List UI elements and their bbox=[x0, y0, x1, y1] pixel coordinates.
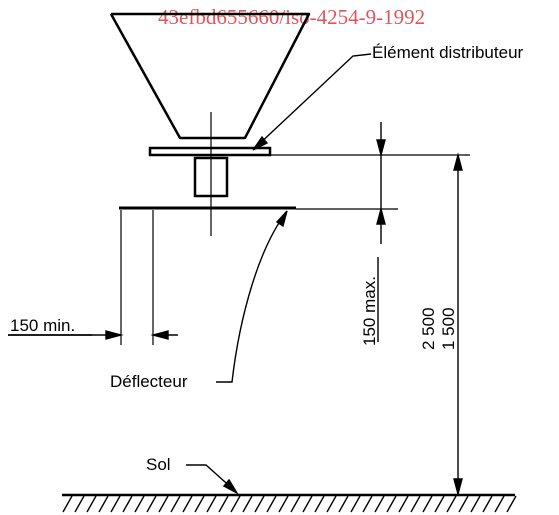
ground-hatch-stroke bbox=[74, 495, 85, 513]
ground-hatch-stroke bbox=[482, 495, 493, 513]
ground-hatch-stroke bbox=[242, 495, 253, 513]
ground-hatch-stroke bbox=[314, 495, 325, 513]
ground-hatch-stroke bbox=[446, 495, 457, 513]
ground-hatch-stroke bbox=[86, 495, 97, 513]
ground-hatch-stroke bbox=[62, 495, 73, 513]
ground-hatch-stroke bbox=[218, 495, 229, 513]
ground-hatch-stroke bbox=[470, 495, 481, 513]
ground-hatch-stroke bbox=[302, 495, 313, 513]
ground-hatch-stroke bbox=[326, 495, 337, 513]
ground-hatch-stroke bbox=[338, 495, 349, 513]
ground-hatch-stroke bbox=[266, 495, 277, 513]
ground-hatch-stroke bbox=[422, 495, 433, 513]
deflector-min-extension-lines bbox=[120, 210, 154, 345]
ground-hatch-stroke bbox=[362, 495, 373, 513]
ground-hatch-stroke bbox=[434, 495, 445, 513]
ground-hatch-stroke bbox=[386, 495, 397, 513]
ground-hatching bbox=[62, 495, 517, 513]
ground-hatch-stroke bbox=[254, 495, 265, 513]
ground-hatch-stroke bbox=[182, 495, 193, 513]
ground-hatch-stroke bbox=[410, 495, 421, 513]
ground-hatch-stroke bbox=[458, 495, 469, 513]
ground-hatch-stroke bbox=[278, 495, 289, 513]
ground-hatch-stroke bbox=[350, 495, 361, 513]
ground-hatch-stroke bbox=[158, 495, 169, 513]
horizontal-extension-lines bbox=[270, 154, 470, 210]
ground-hatch-stroke bbox=[506, 495, 517, 513]
leader-deflecteur bbox=[216, 210, 288, 383]
watermark-text: 43efbd655660/iso-4254-9-1992 bbox=[158, 5, 425, 29]
dimension-height bbox=[453, 152, 463, 497]
ground-hatch-stroke bbox=[170, 495, 181, 513]
leader-sol bbox=[186, 464, 239, 495]
ground-hatch-stroke bbox=[146, 495, 157, 513]
dimension-height-2500-label: 2 500 bbox=[419, 307, 438, 350]
ground-hatch-stroke bbox=[122, 495, 133, 513]
distributing-element bbox=[148, 146, 272, 198]
ground-hatch-stroke bbox=[206, 495, 217, 513]
dimension-height-1500-label: 1 500 bbox=[439, 307, 458, 350]
ground-hatch-stroke bbox=[290, 495, 301, 513]
ground-hatch-stroke bbox=[110, 495, 121, 513]
dimension-150-max bbox=[376, 122, 386, 244]
label-sol: Sol bbox=[146, 455, 171, 474]
label-element-distributeur: Élément distributeur bbox=[372, 43, 524, 62]
ground-hatch-stroke bbox=[398, 495, 409, 513]
ground-hatch-stroke bbox=[134, 495, 145, 513]
leader-element-distributeur bbox=[252, 53, 372, 151]
dimension-150-max-label: 150 max. bbox=[360, 276, 379, 346]
ground-hatch-stroke bbox=[98, 495, 109, 513]
ground-hatch-stroke bbox=[194, 495, 205, 513]
ground-hatch-stroke bbox=[230, 495, 241, 513]
dimension-150-min-label: 150 min. bbox=[10, 316, 75, 335]
label-deflecteur: Déflecteur bbox=[110, 372, 188, 391]
hopper bbox=[109, 12, 311, 140]
ground-hatch-stroke bbox=[374, 495, 385, 513]
ground-hatch-stroke bbox=[494, 495, 505, 513]
